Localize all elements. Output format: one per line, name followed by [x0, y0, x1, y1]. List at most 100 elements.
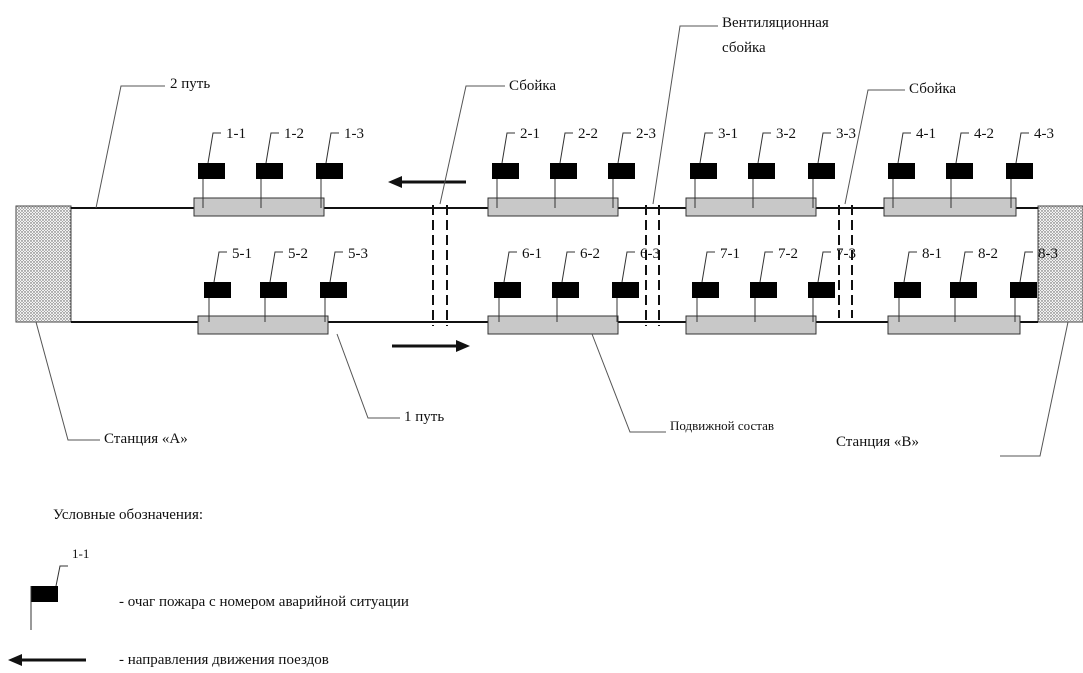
- leader-track2: [95, 85, 165, 209]
- fire-label: 8-2: [978, 246, 998, 262]
- track-2-label: 2 путь: [170, 76, 210, 92]
- fire-label: 5-1: [232, 246, 252, 262]
- fire-markers-top: 1-1 1-2 1-3 2-1 2-2 2-3 3-1 3-2 3-3 4-1 4-2 4-3: [198, 126, 1054, 208]
- fire-block: [748, 163, 775, 179]
- train: [197, 315, 329, 335]
- station-a-block: [15, 205, 72, 323]
- fire-label-leader: [757, 132, 771, 164]
- fire-label: 1-3: [344, 126, 364, 142]
- crosscut-left-label: Сбойка: [509, 78, 556, 94]
- fire-label: 6-3: [640, 246, 660, 262]
- fire-marker: 7-3: [808, 246, 856, 322]
- fire-label: 3-1: [718, 126, 738, 142]
- fire-marker: 2-1: [492, 126, 540, 208]
- fire-block: [260, 282, 287, 298]
- station-b-label: Станция «В»: [836, 434, 919, 450]
- fire-label: 1-2: [284, 126, 304, 142]
- fire-label: 6-2: [580, 246, 600, 262]
- fire-label: 3-3: [836, 126, 856, 142]
- crosscuts: [432, 205, 853, 326]
- fire-marker: 8-3: [1010, 246, 1058, 322]
- trains: [193, 197, 1021, 335]
- fire-label-leader: [903, 251, 917, 283]
- fire-block: [612, 282, 639, 298]
- arrow-right-head: [456, 340, 470, 352]
- fire-block: [1006, 163, 1033, 179]
- fire-marker: 1-2: [256, 126, 304, 208]
- leader-crosscut-left: [439, 85, 505, 205]
- fire-block: [690, 163, 717, 179]
- fire-marker: 4-3: [1006, 126, 1054, 208]
- fire-marker: 5-1: [204, 246, 252, 322]
- fire-label: 7-3: [836, 246, 856, 262]
- fire-label-leader: [1015, 132, 1029, 164]
- legend-fire-icon: [30, 565, 68, 630]
- fire-label-leader: [561, 251, 575, 283]
- fire-marker: 7-1: [692, 246, 740, 322]
- fire-block: [552, 282, 579, 298]
- fire-block: [894, 282, 921, 298]
- train: [685, 197, 817, 217]
- fire-marker: 5-2: [260, 246, 308, 322]
- leader-station-b: [1000, 321, 1069, 457]
- fire-label: 3-2: [776, 126, 796, 142]
- fire-label-leader: [213, 251, 227, 283]
- train: [685, 315, 817, 335]
- fire-block: [808, 163, 835, 179]
- fire-label: 5-3: [348, 246, 368, 262]
- fire-block: [950, 282, 977, 298]
- legend-fire-sample-label: 1-1: [72, 546, 89, 561]
- train: [487, 315, 619, 335]
- fire-label: 2-3: [636, 126, 656, 142]
- leader-vent: [652, 25, 718, 205]
- train: [193, 197, 325, 217]
- fire-label-leader: [621, 251, 635, 283]
- fire-block: [808, 282, 835, 298]
- fire-label: 1-1: [226, 126, 246, 142]
- fire-label: 4-2: [974, 126, 994, 142]
- fire-block: [1010, 282, 1037, 298]
- leader-track1: [336, 333, 400, 419]
- fire-label: 5-2: [288, 246, 308, 262]
- fire-label-leader: [959, 251, 973, 283]
- fire-label: 6-1: [522, 246, 542, 262]
- legend-arrow-icon: [8, 654, 86, 666]
- leader-station-a: [35, 321, 100, 441]
- fire-label-leader: [503, 251, 517, 283]
- rolling-stock-label: Подвижной состав: [670, 418, 774, 433]
- fire-marker: 8-2: [950, 246, 998, 322]
- fire-label-leader: [817, 132, 831, 164]
- vent-label-line1: Вентиляционная: [722, 15, 829, 31]
- fire-block: [492, 163, 519, 179]
- fire-label: 4-1: [916, 126, 936, 142]
- fire-label: 8-3: [1038, 246, 1058, 262]
- arrow-left-head: [388, 176, 402, 188]
- fire-label-leader: [699, 132, 713, 164]
- fire-label: 7-1: [720, 246, 740, 262]
- fire-marker: 8-1: [894, 246, 942, 322]
- fire-label-leader: [501, 132, 515, 164]
- fire-block: [256, 163, 283, 179]
- fire-marker: 3-2: [748, 126, 796, 208]
- fire-label-leader: [817, 251, 831, 283]
- fire-label-leader: [329, 251, 343, 283]
- fire-label: 2-2: [578, 126, 598, 142]
- fire-marker: 6-1: [494, 246, 542, 322]
- fire-label: 8-1: [922, 246, 942, 262]
- fire-marker: 2-2: [550, 126, 598, 208]
- fire-block: [888, 163, 915, 179]
- fire-block: [946, 163, 973, 179]
- crosscut-right-label: Сбойка: [909, 81, 956, 97]
- fire-block: [750, 282, 777, 298]
- fire-block: [204, 282, 231, 298]
- fire-label-leader: [897, 132, 911, 164]
- fire-marker: 6-2: [552, 246, 600, 322]
- legend-fire-text: - очаг пожара с номером аварийной ситуац…: [119, 594, 409, 610]
- direction-arrows: [388, 176, 470, 352]
- fire-label-leader: [759, 251, 773, 283]
- fire-label-leader: [955, 132, 969, 164]
- fire-marker: 3-1: [690, 126, 738, 208]
- fire-marker: 4-2: [946, 126, 994, 208]
- fire-block: [198, 163, 225, 179]
